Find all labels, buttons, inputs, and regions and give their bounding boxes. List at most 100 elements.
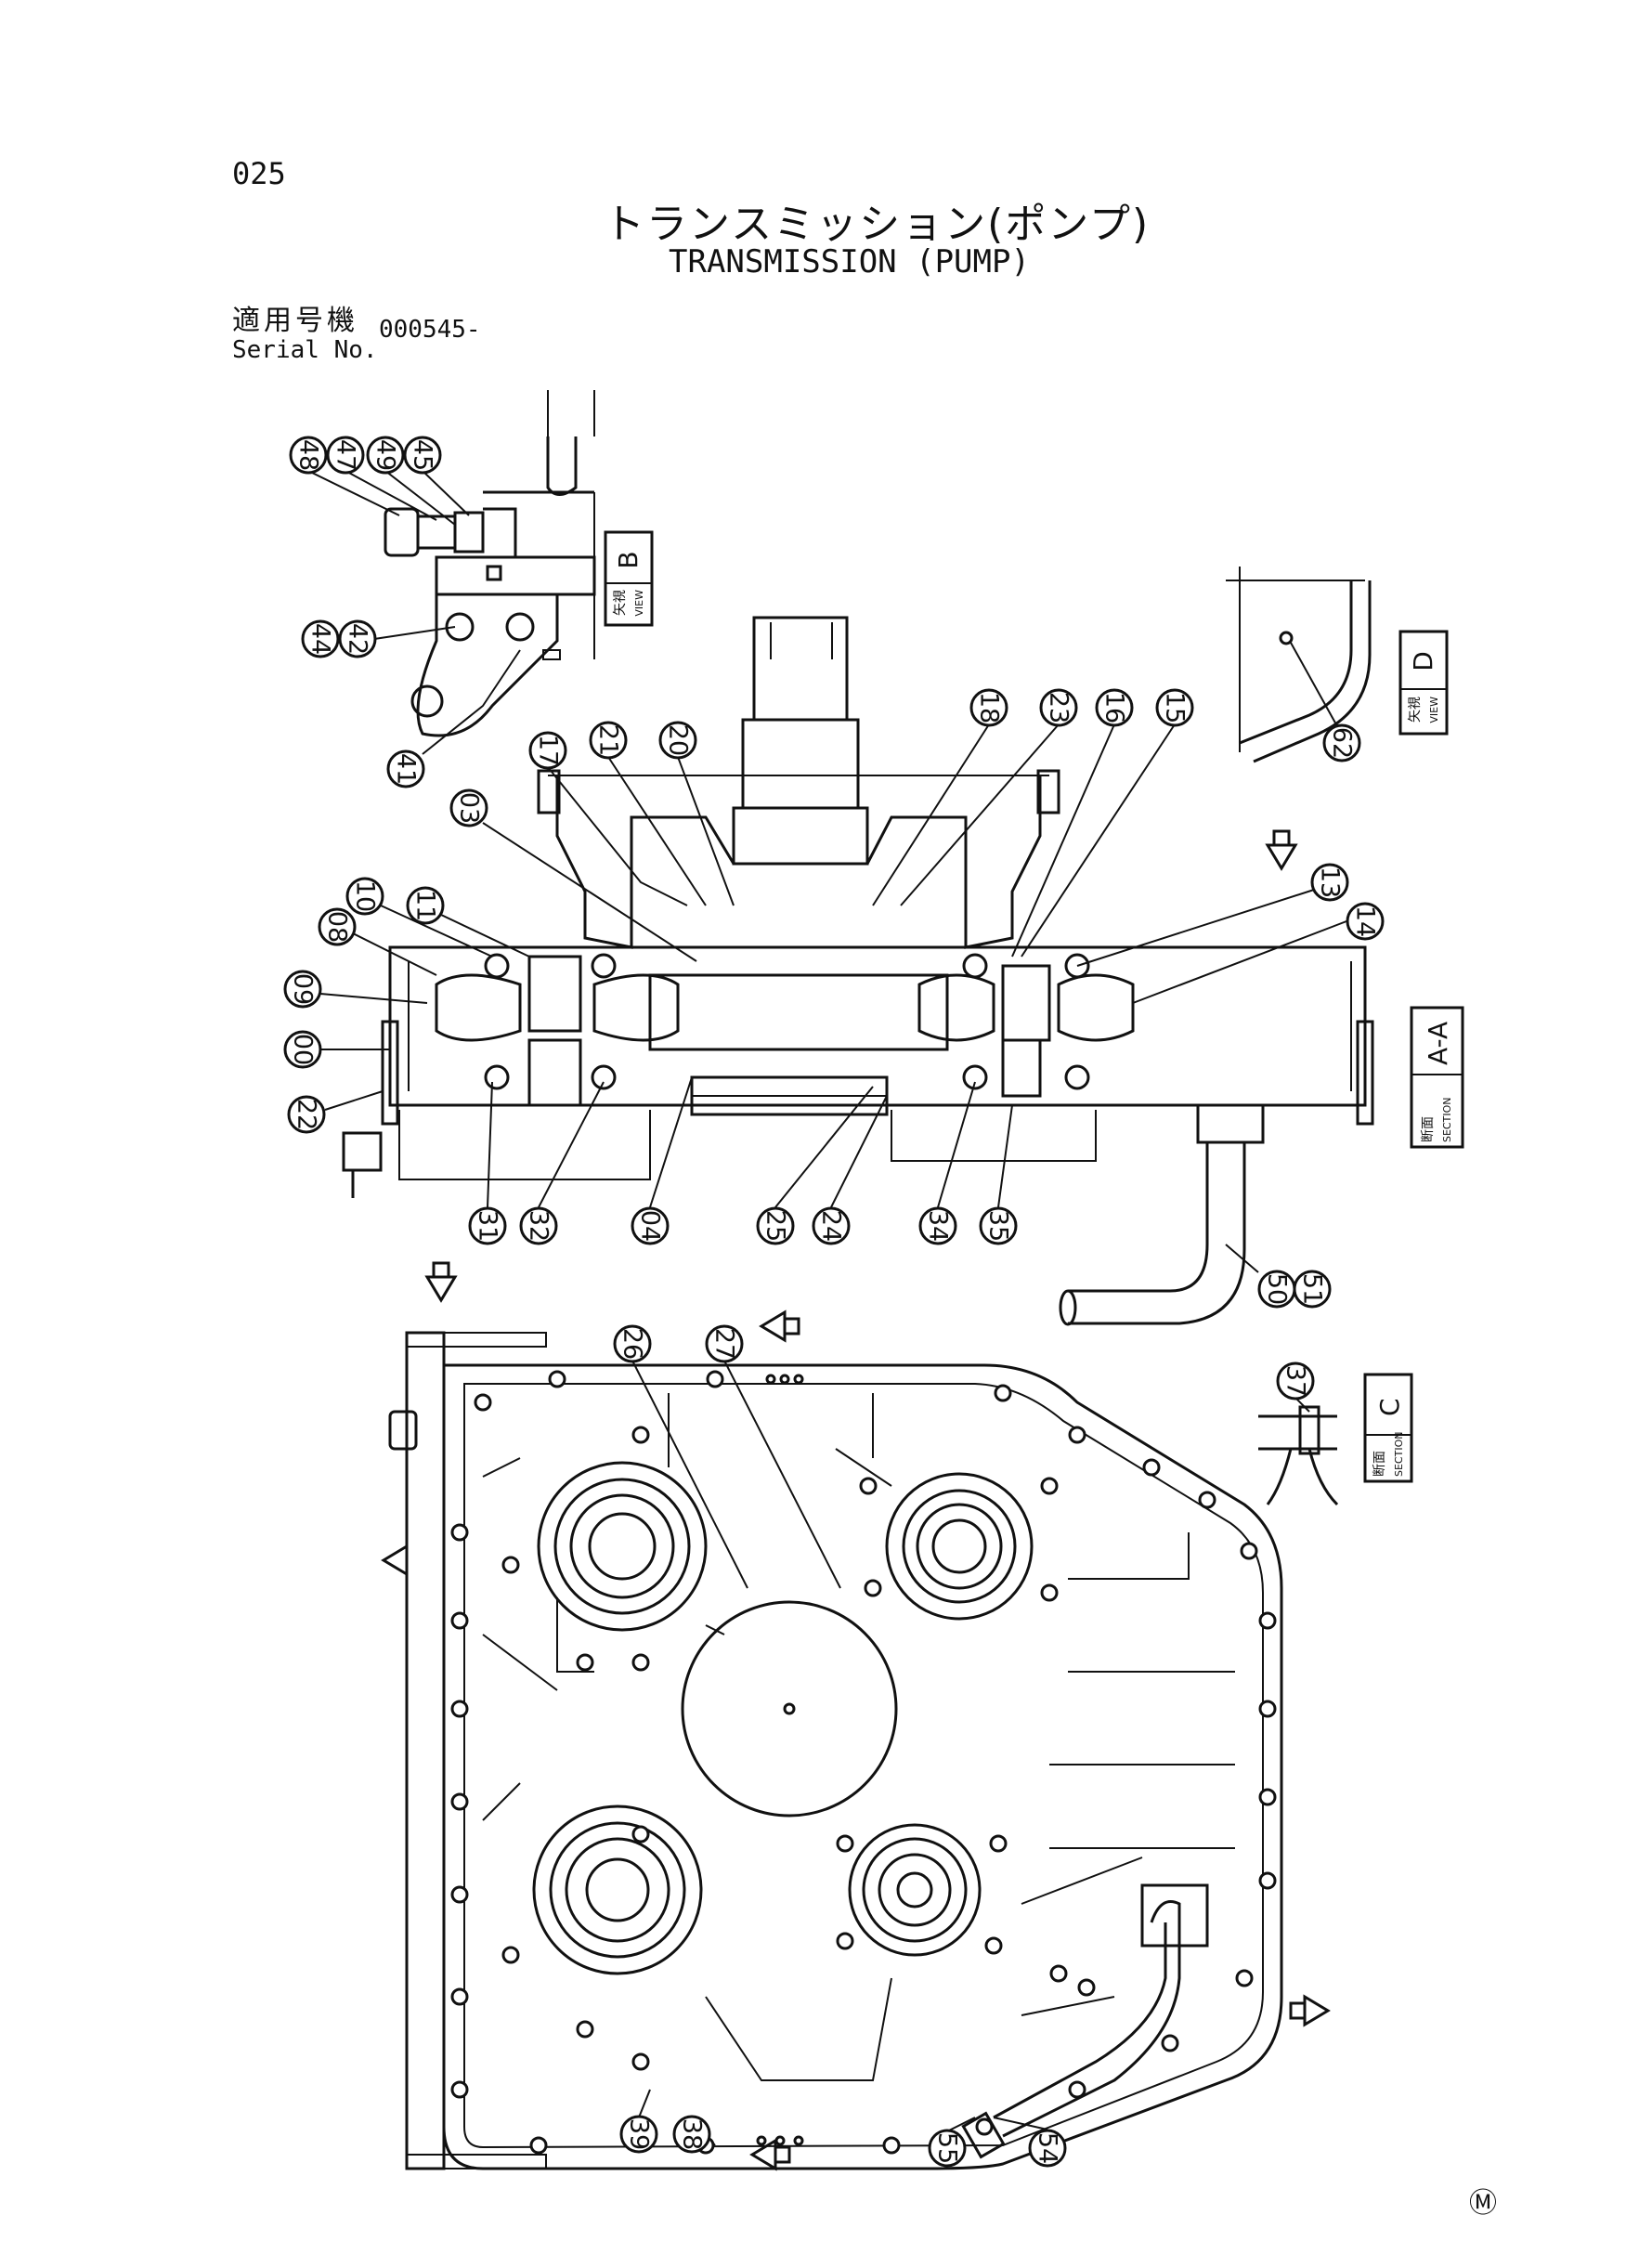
svg-text:11: 11 [411, 890, 440, 921]
svg-text:50: 50 [1263, 1273, 1292, 1305]
view-b-tag: 矢視 VIEW B [604, 530, 654, 627]
svg-text:48: 48 [294, 439, 323, 471]
callout-50: 50 [1257, 1270, 1296, 1309]
svg-text:24: 24 [817, 1210, 846, 1242]
view-d-detail [1226, 567, 1372, 763]
svg-text:00: 00 [289, 1034, 318, 1065]
leader-lines [307, 470, 1347, 2146]
svg-text:03: 03 [455, 792, 484, 824]
svg-text:09: 09 [289, 973, 318, 1005]
callout-31: 31 [468, 1206, 507, 1245]
svg-text:VIEW: VIEW [1428, 697, 1440, 723]
svg-text:断面: 断面 [1421, 1116, 1436, 1142]
callout-32: 32 [519, 1206, 558, 1245]
callout-21: 21 [589, 721, 628, 760]
svg-text:04: 04 [636, 1210, 665, 1242]
svg-text:49: 49 [371, 439, 400, 471]
callout-16: 16 [1095, 688, 1134, 727]
callout-23: 23 [1039, 688, 1078, 727]
svg-text:25: 25 [761, 1210, 790, 1242]
callout-08: 08 [318, 907, 357, 946]
page-number: 025 [232, 156, 286, 191]
svg-text:断面: 断面 [1372, 1451, 1387, 1477]
svg-text:14: 14 [1351, 905, 1380, 937]
svg-text:54: 54 [1034, 2132, 1062, 2164]
svg-text:34: 34 [924, 1210, 953, 1242]
callout-18: 18 [969, 688, 1008, 727]
callout-44: 44 [301, 619, 340, 658]
callout-26: 26 [613, 1324, 652, 1363]
center-cover-plate [681, 1600, 898, 1818]
svg-text:47: 47 [332, 439, 360, 471]
gear-boss-upper-left [537, 1461, 708, 1632]
svg-text:13: 13 [1316, 866, 1345, 898]
svg-text:32: 32 [525, 1210, 553, 1242]
callout-49: 49 [366, 436, 405, 475]
title-english: TRANSMISSION (PUMP) [669, 243, 1030, 280]
svg-text:44: 44 [306, 623, 335, 655]
callout-47: 47 [326, 436, 365, 475]
callout-17: 17 [528, 731, 567, 770]
serial-label-english: Serial No. [232, 336, 378, 364]
gear-boss-lower-left [532, 1804, 703, 1975]
svg-text:20: 20 [664, 724, 693, 756]
callout-35: 35 [979, 1206, 1018, 1245]
callout-15: 15 [1155, 688, 1194, 727]
section-a-a [342, 616, 1374, 1326]
svg-text:26: 26 [618, 1328, 647, 1360]
svg-text:62: 62 [1328, 727, 1357, 759]
callout-00: 00 [283, 1030, 322, 1069]
view-d-tag: 矢視 VIEW D [1398, 630, 1449, 736]
view-arrows [381, 829, 1331, 2171]
svg-text:51: 51 [1298, 1273, 1327, 1305]
callout-13: 13 [1310, 863, 1349, 902]
callout-10: 10 [345, 877, 384, 916]
callout-62: 62 [1322, 723, 1361, 762]
svg-text:35: 35 [984, 1210, 1013, 1242]
callout-14: 14 [1346, 902, 1385, 941]
section-c-detail [1258, 1405, 1339, 1506]
callout-22: 22 [287, 1095, 326, 1134]
callout-09: 09 [283, 970, 322, 1009]
gear-boss-upper-right [885, 1472, 1034, 1621]
svg-text:41: 41 [392, 753, 421, 785]
callout-37: 37 [1276, 1362, 1315, 1401]
svg-text:17: 17 [534, 735, 563, 766]
dowel-dots [756, 1374, 804, 2146]
callout-55: 55 [928, 2129, 967, 2168]
svg-text:矢視: 矢視 [613, 590, 628, 616]
callout-34: 34 [918, 1206, 957, 1245]
svg-text:15: 15 [1161, 692, 1190, 723]
gearbox-plan-view [388, 1331, 1283, 2170]
svg-text:45: 45 [409, 439, 437, 471]
manufacturer-mark: Ⓜ [1469, 2187, 1497, 2220]
serial-label-japanese: 適用号機 [232, 305, 358, 337]
callout-42: 42 [338, 619, 377, 658]
section-c-tag: 断面 SECTION C [1363, 1373, 1413, 1483]
callout-39: 39 [619, 2115, 658, 2154]
serial-value: 000545- [379, 316, 481, 344]
svg-text:B: B [613, 551, 644, 568]
callout-24: 24 [812, 1206, 851, 1245]
callout-45: 45 [403, 436, 442, 475]
svg-text:37: 37 [1281, 1365, 1310, 1397]
svg-text:SECTION: SECTION [1441, 1098, 1453, 1142]
callout-38: 38 [672, 2115, 711, 2154]
svg-text:39: 39 [625, 2118, 654, 2150]
callout-48: 48 [289, 436, 328, 475]
svg-text:42: 42 [344, 623, 372, 655]
section-a-a-tag: 断面 SECTION A-A [1410, 1006, 1464, 1149]
view-b-bracket [384, 390, 596, 737]
svg-text:08: 08 [323, 911, 352, 943]
callout-27: 27 [705, 1324, 744, 1363]
svg-text:38: 38 [678, 2118, 707, 2150]
svg-text:VIEW: VIEW [633, 590, 645, 617]
svg-text:矢視: 矢視 [1408, 697, 1423, 723]
title-japanese: トランスミッション(ポンプ) [604, 201, 1151, 248]
svg-text:31: 31 [474, 1210, 502, 1242]
callout-41: 41 [386, 749, 425, 788]
callout-03: 03 [449, 788, 488, 827]
svg-text:55: 55 [933, 2132, 962, 2164]
callout-25: 25 [756, 1206, 795, 1245]
